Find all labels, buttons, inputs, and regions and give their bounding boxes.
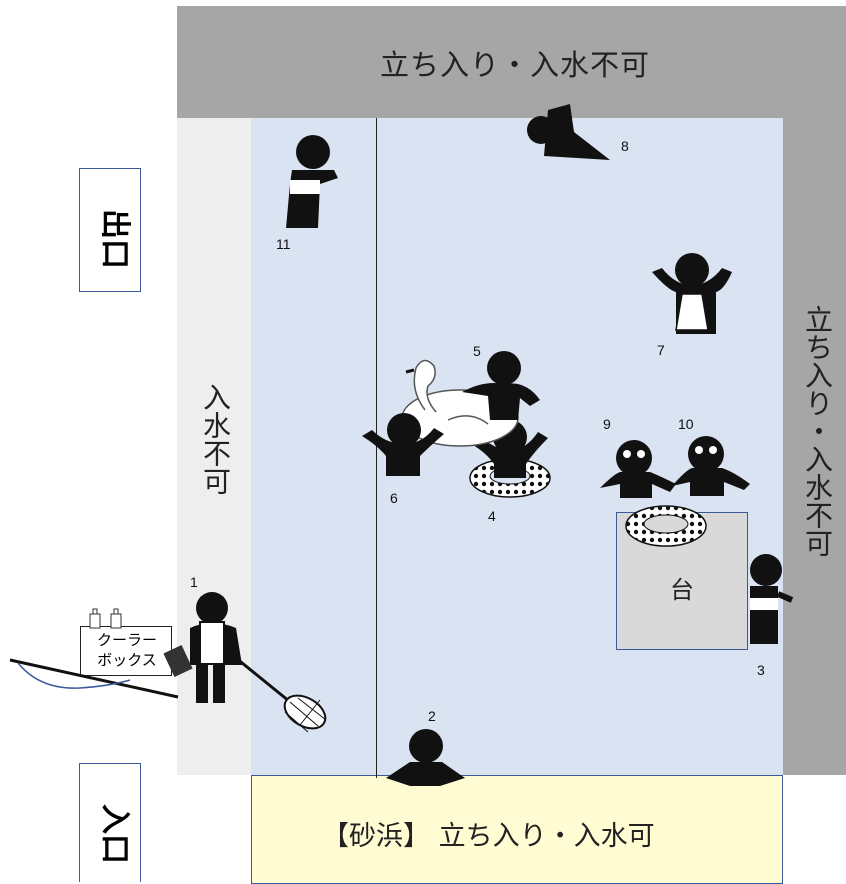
label-10: 10 xyxy=(678,416,694,432)
person-7-icon xyxy=(652,253,732,334)
swim-ring-platform-icon xyxy=(625,505,707,547)
exit-sign: 出口 xyxy=(79,168,141,292)
entrance-sign: 入口 xyxy=(79,763,141,882)
label-11: 11 xyxy=(276,236,291,252)
label-1: 1 xyxy=(190,574,198,590)
person-2-icon xyxy=(386,729,465,786)
top-zone-label: 立ち入り・入水不可 xyxy=(380,48,651,82)
beach-zone xyxy=(251,775,783,884)
person-1-icon xyxy=(163,592,327,733)
label-3: 3 xyxy=(757,662,765,678)
fishing-rod-icon xyxy=(9,658,179,699)
label-4: 4 xyxy=(488,508,496,524)
cooler-box-label: クーラー ボックス xyxy=(96,631,157,669)
label-7: 7 xyxy=(657,342,665,358)
label-9: 9 xyxy=(603,416,611,432)
person-5-icon xyxy=(462,351,540,420)
left-zone-label: 入水不可 xyxy=(199,383,232,495)
top-restricted-zone xyxy=(177,6,846,118)
right-zone-label: 立ち入り・入水不可 xyxy=(801,305,834,557)
person-3-icon xyxy=(750,554,794,644)
divider-line xyxy=(376,118,377,778)
person-9-icon xyxy=(600,440,676,498)
person-8-icon xyxy=(527,104,610,160)
person-11-icon xyxy=(286,135,338,228)
label-5: 5 xyxy=(473,343,481,359)
beach-zone-label: 【砂浜】 立ち入り・入水可 xyxy=(322,821,655,852)
bottle-icon xyxy=(89,608,122,629)
right-restricted-zone xyxy=(783,118,846,775)
label-6: 6 xyxy=(390,490,398,506)
platform-label: 台 xyxy=(670,576,694,604)
person-6-icon xyxy=(362,413,444,476)
label-8: 8 xyxy=(621,138,629,154)
person-10-icon xyxy=(672,436,750,496)
cooler-box xyxy=(80,626,172,676)
label-2: 2 xyxy=(428,708,436,724)
